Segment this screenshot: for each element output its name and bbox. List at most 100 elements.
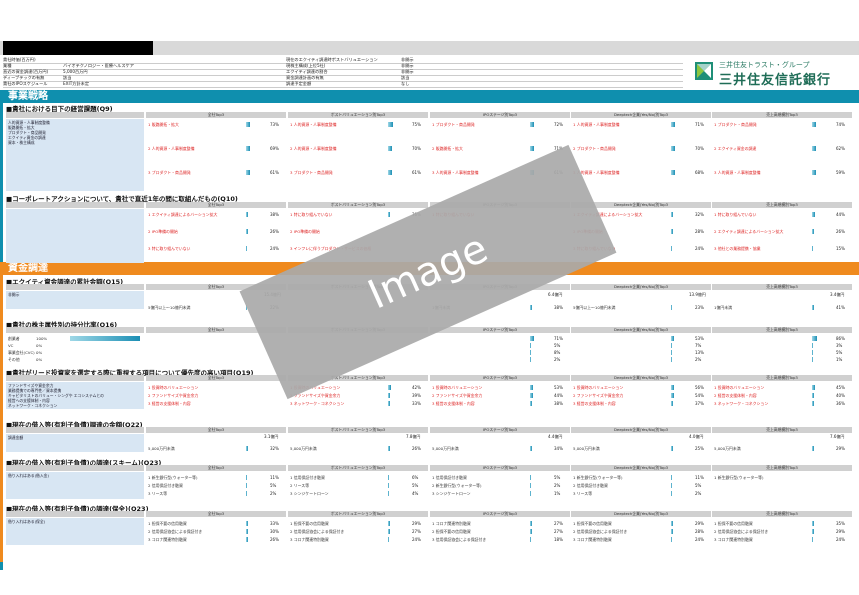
col-head: 全社Top3	[146, 202, 286, 208]
q19-item: 3 ネットワーク・コネクション	[714, 401, 769, 406]
q10-bar	[812, 246, 813, 251]
q9-pct: 59%	[836, 170, 845, 175]
q10-bar	[812, 229, 814, 234]
q19-pct: 56%	[695, 385, 704, 390]
q23a-pct: 1%	[554, 491, 561, 496]
q22-row: 5,000万円未満	[714, 446, 741, 451]
q23b-bar	[388, 537, 390, 542]
q15-pct: 23%	[695, 305, 704, 310]
left-item: エクイティ資金の調達	[8, 135, 46, 140]
q10-item: 3 インフレに伴うプロダクト・サービスの価格	[290, 246, 372, 251]
q23a-bar	[246, 483, 247, 488]
q9-pct: 70%	[412, 146, 421, 151]
q19-pct: 33%	[412, 401, 421, 406]
q10-bar	[671, 246, 673, 251]
q23b-left-cell: 借り入れはある(保全)	[6, 518, 144, 545]
q23b-pct: 29%	[412, 521, 421, 526]
q16-bar	[530, 336, 535, 341]
col-head: 全社Top3	[146, 465, 286, 471]
q19-pct: 54%	[695, 393, 704, 398]
col-head: Deeptech企業(Yes/No)別Top3	[571, 427, 711, 433]
col-head: 全社Top3	[146, 375, 286, 381]
left-item: 販路開拓・拡大	[8, 125, 35, 130]
q9-bar	[388, 122, 393, 127]
q19-pct: 39%	[412, 393, 421, 398]
col-head: 売上高規模別Top3	[712, 202, 852, 208]
q16-left-bar	[70, 336, 140, 341]
q19-pct: 42%	[412, 385, 421, 390]
q16-pct: 8%	[554, 350, 561, 355]
info-cell: 貴社時価(百万円)	[3, 57, 36, 62]
q23a-pct: 4%	[412, 491, 419, 496]
left-col-head	[6, 327, 144, 333]
q10-pct: 38%	[270, 212, 279, 217]
q9-pct: 69%	[270, 146, 279, 151]
q22-pct: 32%	[270, 446, 279, 451]
col-head: Deeptech企業(Yes/No)別Top3	[571, 112, 711, 118]
q10-title: ■コーポレートアクションについて、貴社で直近1年の間に取組んだもの(Q10)	[6, 195, 238, 203]
q22-total: 3.1億円	[264, 434, 279, 439]
info-row: 直近の資金調達(百万円)5,000百万円エクイティ調達の割合非開示	[3, 68, 683, 76]
q23b-pct: 27%	[412, 529, 421, 534]
q19-pct: 45%	[836, 385, 845, 390]
q23b-item: 1 担保不要の信用融資	[714, 521, 753, 526]
q23a-item: 3 シンジケートローン	[290, 491, 329, 496]
q23a-item: 3 シンジケートローン	[432, 491, 471, 496]
q23b-bar	[530, 537, 532, 542]
q16-bar	[671, 336, 675, 341]
q19-item: 2 ファンドサイズや資金余力	[432, 393, 483, 398]
sumitomo-trust-logo: 三井住友トラスト・グループ 三井住友信託銀行	[693, 58, 853, 88]
left-col-head	[6, 511, 144, 517]
q10-item: 2 IPO準備の開始	[148, 229, 178, 234]
q19-item: 2 ファンドサイズや資金余力	[148, 393, 199, 398]
left-col-head	[6, 202, 144, 208]
q9-bar	[388, 170, 392, 175]
q23b-item: 3 コロナ関連特別融資	[290, 537, 329, 542]
q23b-item: 1 担保不要の信用融資	[573, 521, 612, 526]
q16-pct: 13%	[695, 350, 704, 355]
q23a-item: 1 信用保証付き融資	[290, 475, 325, 480]
q22-bar	[246, 446, 248, 451]
col-head: 全社Top3	[146, 327, 286, 333]
q22-row: 5,000万円未満	[290, 446, 317, 451]
q22-pct: 26%	[412, 446, 421, 451]
q22-bar	[671, 446, 673, 451]
q22-bar	[388, 446, 390, 451]
q15-total: 13.9億円	[689, 292, 706, 297]
q23b-bar	[246, 529, 248, 534]
q23a-pct: 5%	[554, 475, 561, 480]
q16-bar	[530, 343, 531, 348]
col-head: 全社Top3	[146, 427, 286, 433]
q9-pct: 73%	[270, 122, 279, 127]
q22-left-cell: 調達金額	[6, 434, 144, 452]
q15-pct: 38%	[554, 305, 563, 310]
q19-bar	[812, 385, 815, 390]
col-head: Deeptech企業(Yes/No)別Top3	[571, 284, 711, 290]
q9-bar	[388, 146, 393, 151]
q23a-pct: 11%	[695, 475, 704, 480]
q16-pct: 1%	[836, 357, 843, 362]
q9-title: ■貴社における目下の経営課題(Q9)	[6, 105, 113, 113]
q23a-bar	[246, 491, 247, 496]
q23a-bar	[530, 483, 531, 488]
info-cell: 貴社のIPOスケジュール	[3, 81, 48, 86]
q23b-item: 1 担保不要の信用融資	[290, 521, 329, 526]
q9-bar	[671, 122, 676, 127]
q9-pct: 70%	[695, 146, 704, 151]
info-cell: 非開示	[401, 69, 414, 74]
left-col-head	[6, 427, 144, 433]
q9-item: 3 人的資源・人事制度整備	[714, 170, 761, 175]
q23b-pct: 26%	[270, 537, 279, 542]
q23b-pct: 24%	[695, 537, 704, 542]
q19-item: 1 投資時のバリュエーション	[714, 385, 765, 390]
q23b-pct: 28%	[695, 529, 704, 534]
q22-pct: 29%	[836, 446, 845, 451]
q19-pct: 53%	[554, 385, 563, 390]
col-head: ポストバリュエーション別Top3	[288, 511, 428, 517]
q16-left-label: VC	[8, 343, 14, 348]
info-cell: なし	[401, 81, 410, 86]
col-head: Deeptech企業(Yes/No)別Top3	[571, 327, 711, 333]
q19-bar	[671, 393, 675, 398]
q16-bar	[812, 343, 813, 348]
q15-total: 3.4億円	[830, 292, 845, 297]
